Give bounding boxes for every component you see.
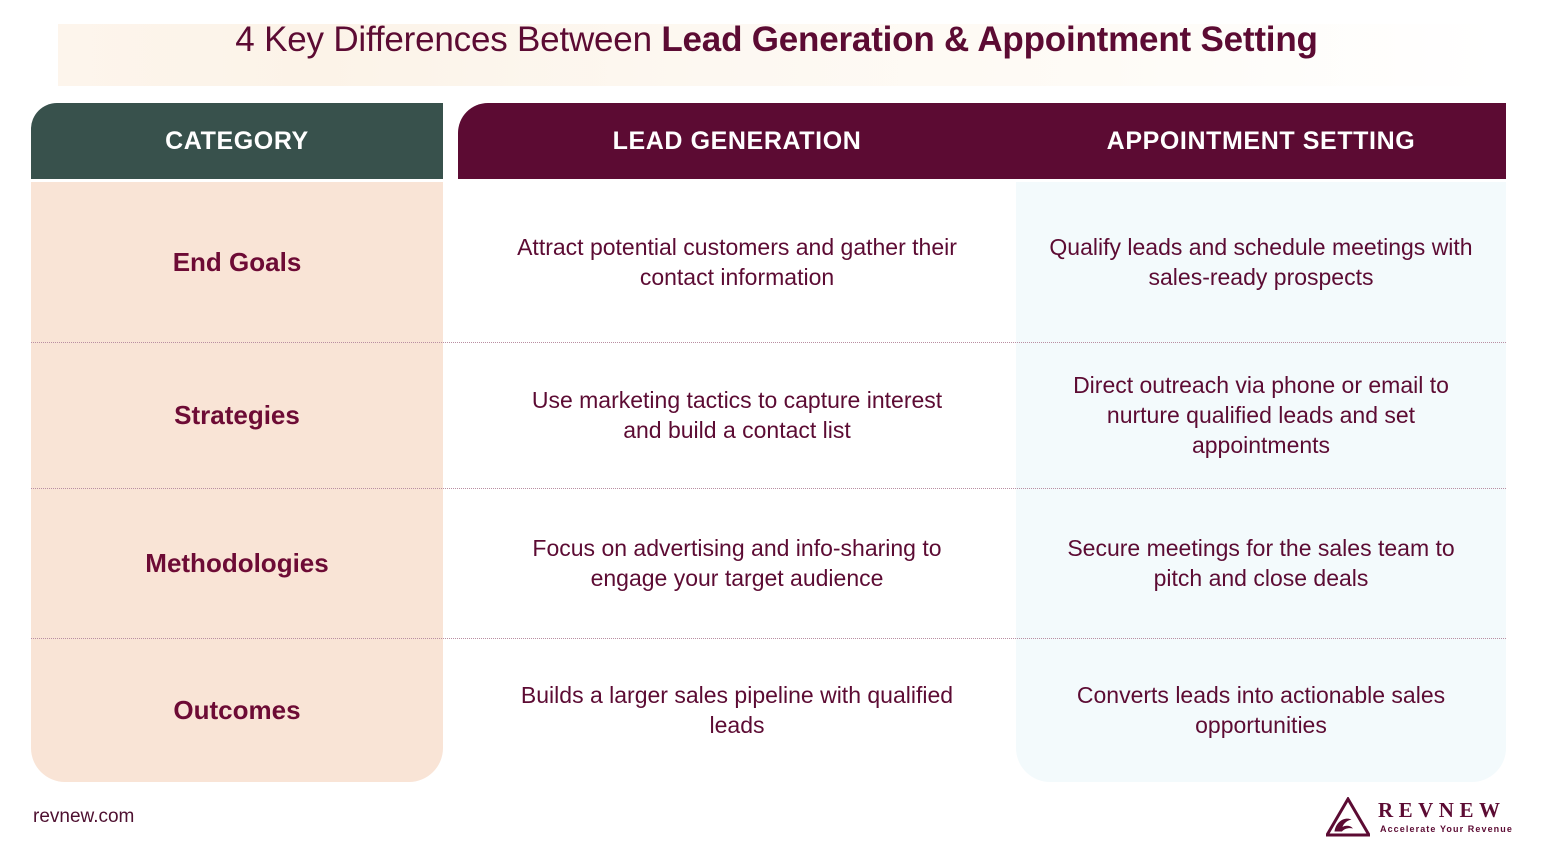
row-appointment-setting-text: Secure meetings for the sales team to pi… xyxy=(1067,535,1455,591)
row-appointment-setting-text: Direct outreach via phone or email to nu… xyxy=(1073,372,1449,458)
table-row: Strategies Use marketing tactics to capt… xyxy=(0,342,1553,488)
header-label-category: CATEGORY xyxy=(165,126,309,155)
comparison-table: CATEGORY LEAD GENERATION APPOINTMENT SET… xyxy=(0,103,1553,783)
row-category-label: Methodologies xyxy=(145,547,329,578)
row-lead-generation-text: Use marketing tactics to capture interes… xyxy=(531,387,943,443)
table-row: End Goals Attract potential customers an… xyxy=(0,182,1553,342)
appointment-column-background xyxy=(1016,182,1506,782)
header-label-appointment-setting: APPOINTMENT SETTING xyxy=(1106,126,1416,155)
row-lead-generation-text: Focus on advertising and info-sharing to… xyxy=(532,535,942,591)
row-appointment-setting-text: Qualify leads and schedule meetings with… xyxy=(1049,234,1473,290)
revnew-triangle-wave-icon xyxy=(1325,797,1370,837)
header-label-lead-generation: LEAD GENERATION xyxy=(612,126,862,155)
revnew-tagline: Accelerate Your Revenue xyxy=(1379,824,1513,834)
revnew-logo[interactable]: REVNEW Accelerate Your Revenue xyxy=(1325,797,1513,837)
footer-website-url[interactable]: revnew.com xyxy=(33,806,135,827)
row-appointment-setting-text: Converts leads into actionable sales opp… xyxy=(1076,682,1446,738)
table-body: End Goals Attract potential customers an… xyxy=(0,182,1553,782)
page-title-bold: Lead Generation & Appointment Setting xyxy=(661,20,1318,59)
table-header-bar: LEAD GENERATION APPOINTMENT SETTING xyxy=(458,103,1506,179)
page-title: 4 Key Differences Between Lead Generatio… xyxy=(0,18,1553,62)
revnew-brand-name: REVNEW xyxy=(1377,798,1506,822)
row-lead-generation-text: Builds a larger sales pipeline with qual… xyxy=(520,682,954,738)
table-row: Methodologies Focus on advertising and i… xyxy=(0,488,1553,638)
table-header-category: CATEGORY xyxy=(31,103,443,179)
revnew-wordmark: REVNEW Accelerate Your Revenue xyxy=(1378,800,1513,834)
page-title-light: 4 Key Differences Between xyxy=(235,20,662,59)
row-lead-generation-text: Attract potential customers and gather t… xyxy=(517,234,957,290)
row-category-label: Strategies xyxy=(174,399,300,430)
table-row: Outcomes Builds a larger sales pipeline … xyxy=(0,638,1553,782)
row-category-label: Outcomes xyxy=(173,694,301,725)
title-background-band xyxy=(58,24,1498,86)
row-category-label: End Goals xyxy=(172,246,302,277)
category-column-background xyxy=(31,182,443,782)
